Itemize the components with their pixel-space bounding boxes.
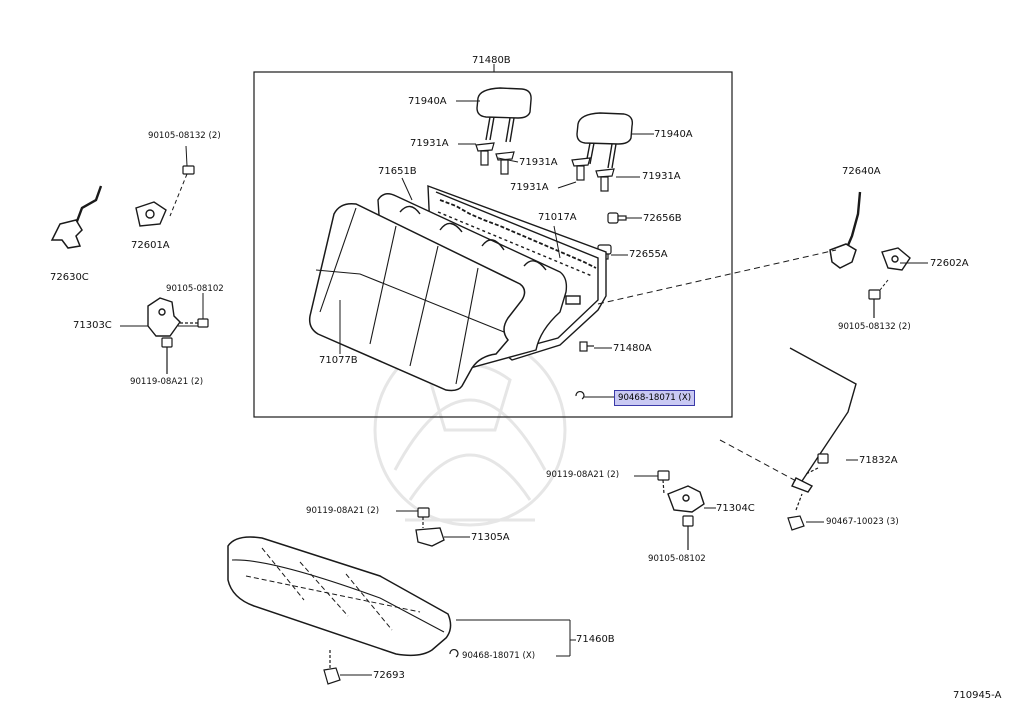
label-bolt-cushion[interactable]: 90119-08A21 (2) bbox=[306, 506, 380, 516]
bracket-cushion-drawing[interactable] bbox=[415, 527, 445, 547]
label-guide-2[interactable]: 71931A bbox=[519, 157, 558, 168]
hinge-right-drawing[interactable] bbox=[667, 485, 705, 513]
label-bolt-left-lower[interactable]: 90119-08A21 (2) bbox=[130, 377, 204, 387]
clip-bottom-drawing[interactable] bbox=[323, 650, 341, 685]
hook-drawing[interactable] bbox=[805, 453, 829, 475]
label-assembly[interactable]: 71480B bbox=[472, 55, 511, 66]
label-bolt-top-left[interactable]: 90105-08132 (2) bbox=[148, 131, 221, 141]
label-cushion[interactable]: 71460B bbox=[576, 634, 615, 645]
bolt-right-drawing[interactable] bbox=[868, 289, 881, 318]
striker-drawing[interactable] bbox=[789, 347, 857, 493]
nut-drawing[interactable] bbox=[787, 493, 805, 531]
rod-right-drawing[interactable] bbox=[829, 191, 862, 269]
label-headrest-right[interactable]: 71940A bbox=[654, 129, 693, 140]
hog-ring-drawing[interactable] bbox=[575, 390, 585, 400]
headrest-guides[interactable] bbox=[475, 142, 615, 192]
label-pad[interactable]: 71651B bbox=[378, 166, 417, 177]
label-rod-right[interactable]: 72640A bbox=[842, 166, 881, 177]
bolt-right-lower-drawing[interactable] bbox=[682, 515, 694, 550]
pin-drawing[interactable] bbox=[607, 212, 627, 224]
label-bolt-right-lower[interactable]: 90105-08102 bbox=[648, 554, 706, 564]
label-nut[interactable]: 90467-10023 (3) bbox=[826, 517, 899, 527]
label-bolt-left-mid[interactable]: 90105-08102 bbox=[166, 284, 224, 294]
label-guide-4[interactable]: 71931A bbox=[642, 171, 681, 182]
lock-left-drawing[interactable] bbox=[135, 201, 167, 227]
label-rod-left[interactable]: 72630C bbox=[50, 272, 89, 283]
label-frame[interactable]: 71017A bbox=[538, 212, 577, 223]
label-guide-3[interactable]: 71931A bbox=[510, 182, 549, 193]
label-lock-knob[interactable]: 72655A bbox=[629, 249, 668, 260]
label-bolt-right-hinge[interactable]: 90119-08A21 (2) bbox=[546, 470, 620, 480]
label-clip-a[interactable]: 71480A bbox=[613, 343, 652, 354]
label-headrest-left[interactable]: 71940A bbox=[408, 96, 447, 107]
bolt-top-left-drawing[interactable] bbox=[182, 165, 195, 175]
label-guide-1[interactable]: 71931A bbox=[410, 138, 449, 149]
bolt-cushion-drawing[interactable] bbox=[417, 507, 430, 528]
label-hinge-left[interactable]: 71303C bbox=[73, 320, 112, 331]
label-clip-bottom[interactable]: 72693 bbox=[373, 670, 405, 681]
leader-lines bbox=[120, 100, 928, 676]
figure-number: 710945-A bbox=[953, 690, 1002, 701]
cushion-drawing[interactable] bbox=[227, 536, 452, 657]
label-lock-left[interactable]: 72601A bbox=[131, 240, 170, 251]
headrest-left-drawing[interactable] bbox=[476, 87, 532, 143]
bolt-left-lower-drawing[interactable] bbox=[161, 337, 173, 374]
bolt-right-hinge-drawing[interactable] bbox=[657, 470, 670, 495]
label-cover[interactable]: 71077B bbox=[319, 355, 358, 366]
label-bracket-cushion[interactable]: 71305A bbox=[471, 532, 510, 543]
label-bolt-right[interactable]: 90105-08132 (2) bbox=[838, 322, 911, 332]
label-hook[interactable]: 71832A bbox=[859, 455, 898, 466]
rod-left-drawing[interactable] bbox=[50, 185, 103, 249]
label-hinge-right[interactable]: 71304C bbox=[716, 503, 755, 514]
hog-ring-lower-drawing[interactable] bbox=[449, 648, 459, 658]
assembly-box bbox=[253, 71, 733, 418]
label-hog-ring-upper[interactable]: 90468-18071 (X) bbox=[614, 390, 696, 406]
lock-right-drawing[interactable] bbox=[881, 247, 911, 271]
label-pin[interactable]: 72656B bbox=[643, 213, 682, 224]
seatback-cover-drawing[interactable] bbox=[308, 202, 526, 392]
label-lock-right[interactable]: 72602A bbox=[930, 258, 969, 269]
clip-drawing[interactable] bbox=[579, 341, 594, 352]
label-hog-ring-lower[interactable]: 90468-18071 (X) bbox=[462, 651, 536, 661]
hinge-left-drawing[interactable] bbox=[147, 297, 181, 337]
